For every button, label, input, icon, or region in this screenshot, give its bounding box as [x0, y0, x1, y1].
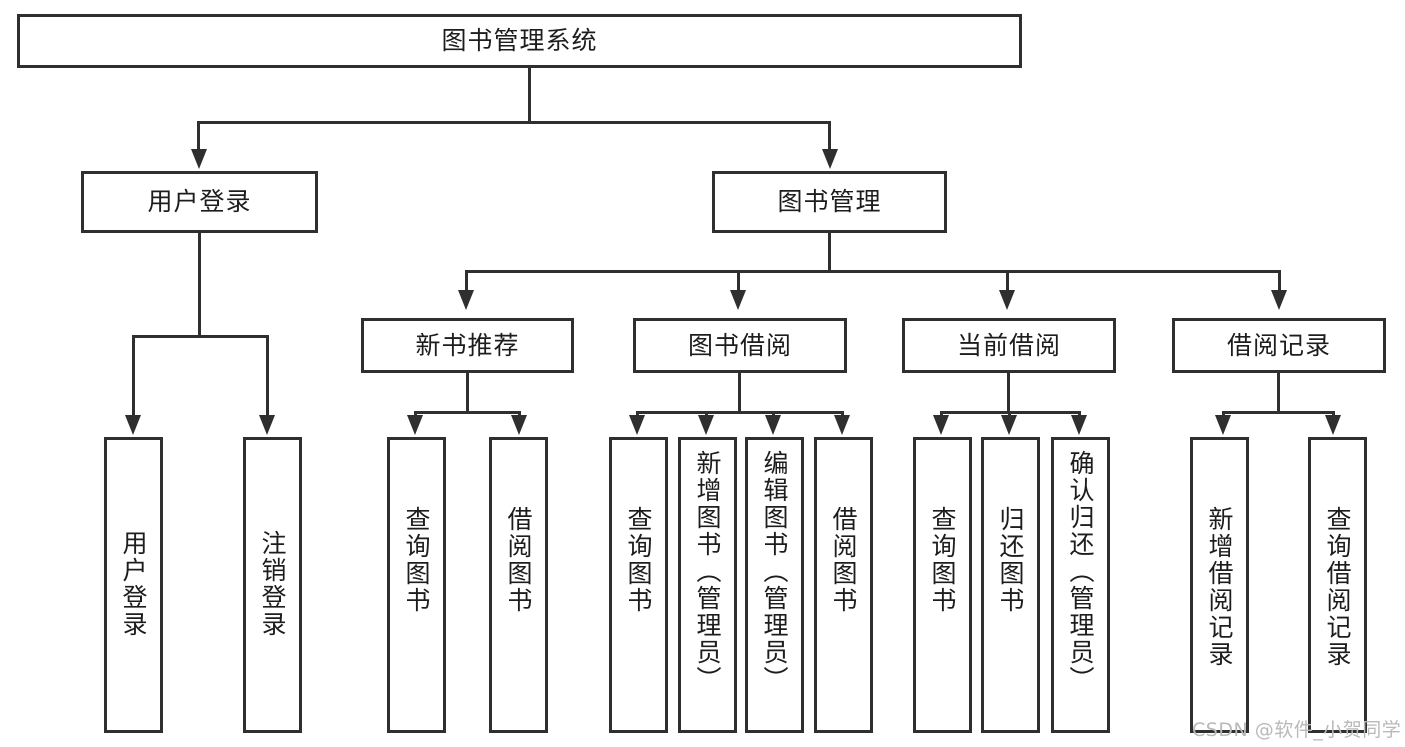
- connector-bookborrow-bar: [636, 411, 844, 414]
- leaf-user-login[interactable]: 用户登录: [104, 437, 163, 733]
- connector-currentborrow-leg-3: [1078, 411, 1081, 417]
- node-label: 当前借阅: [956, 330, 1061, 360]
- arrow-to-leaf-add-record: [1215, 415, 1231, 435]
- node-book-borrow[interactable]: 图书借阅: [633, 318, 847, 373]
- connector-bookborrow-leg-2: [705, 411, 708, 417]
- connector-bookborrow-stem: [738, 373, 741, 411]
- connector-currentborrow-leg-2: [1008, 411, 1011, 417]
- leaf-confirm-return-admin[interactable]: 确认归还（管理员）: [1051, 437, 1110, 733]
- arrow-to-leaf-add-book: [698, 415, 714, 435]
- arrow-to-leaf-logout: [259, 415, 275, 435]
- node-current-borrow[interactable]: 当前借阅: [902, 318, 1116, 373]
- arrow-to-leaf-query-book-1: [407, 415, 423, 435]
- node-label: 新增图书（管理员）: [693, 450, 722, 693]
- node-label: 注销登录: [258, 530, 287, 638]
- node-label: 图书借阅: [687, 330, 792, 360]
- arrow-to-new-book-recommend: [458, 290, 474, 310]
- connector-root-bar: [197, 121, 831, 124]
- connector-currentborrow-leg-1: [940, 411, 943, 417]
- connector-bookborrow-leg-3: [772, 411, 775, 417]
- leaf-borrow-book[interactable]: 借阅图书: [814, 437, 873, 733]
- arrow-to-book-borrow: [730, 290, 746, 310]
- connector-bookmgmt-stem: [828, 233, 831, 270]
- connector-borrowrecord-bar: [1222, 411, 1335, 414]
- arrow-to-leaf-query-record: [1325, 415, 1341, 435]
- node-label: 确认归还（管理员）: [1066, 450, 1095, 693]
- arrow-to-leaf-borrow-book-1: [511, 415, 527, 435]
- connector-bookmgmt-leg-1: [465, 270, 468, 292]
- node-borrow-record[interactable]: 借阅记录: [1172, 318, 1386, 373]
- node-label: 借阅记录: [1226, 330, 1331, 360]
- node-label: 图书管理系统: [441, 26, 598, 56]
- node-label: 归还图书: [996, 506, 1025, 614]
- node-book-management[interactable]: 图书管理: [712, 171, 947, 233]
- node-user-login[interactable]: 用户登录: [81, 171, 318, 233]
- leaf-borrow-book-recommend[interactable]: 借阅图书: [489, 437, 548, 733]
- leaf-query-book-current[interactable]: 查询图书: [913, 437, 972, 733]
- connector-userlogin-stem: [198, 233, 201, 335]
- node-new-book-recommend[interactable]: 新书推荐: [361, 318, 574, 373]
- connector-root-stem: [528, 68, 531, 121]
- connector-bookborrow-leg-4: [841, 411, 844, 417]
- connector-bookmgmt-leg-4: [1278, 270, 1281, 292]
- arrow-to-leaf-query-book-2: [629, 415, 645, 435]
- arrow-to-leaf-borrow-book-2: [834, 415, 850, 435]
- leaf-return-book[interactable]: 归还图书: [981, 437, 1040, 733]
- arrow-to-book-management: [822, 149, 838, 169]
- connector-newbook-stem: [466, 373, 469, 411]
- leaf-add-borrow-record[interactable]: 新增借阅记录: [1190, 437, 1249, 733]
- node-label: 借阅图书: [504, 506, 533, 614]
- arrow-to-user-login: [191, 149, 207, 169]
- connector-bookborrow-leg-1: [636, 411, 639, 417]
- connector-bookmgmt-leg-3: [1006, 270, 1009, 292]
- leaf-add-book-admin[interactable]: 新增图书（管理员）: [678, 437, 737, 733]
- connector-borrowrecord-leg-2: [1332, 411, 1335, 417]
- connector-newbook-leg-1: [414, 411, 417, 417]
- connector-newbook-leg-2: [518, 411, 521, 417]
- node-label: 查询图书: [624, 506, 653, 614]
- arrow-to-borrow-record: [1271, 290, 1287, 310]
- arrow-to-leaf-user-login: [125, 415, 141, 435]
- connector-userlogin-leg-1: [132, 335, 135, 417]
- connector-userlogin-bar: [132, 335, 269, 338]
- arrow-to-current-borrow: [999, 290, 1015, 310]
- connector-root-leg-left: [197, 121, 200, 149]
- leaf-query-book-recommend[interactable]: 查询图书: [387, 437, 446, 733]
- leaf-edit-book-admin[interactable]: 编辑图书（管理员）: [745, 437, 804, 733]
- connector-bookmgmt-bar: [465, 270, 1281, 273]
- arrow-to-leaf-query-book-3: [933, 415, 949, 435]
- node-label: 查询图书: [402, 506, 431, 614]
- connector-borrowrecord-stem: [1277, 373, 1280, 411]
- arrow-to-leaf-confirm-return: [1071, 415, 1087, 435]
- arrow-to-leaf-return-book: [1001, 415, 1017, 435]
- node-label: 查询图书: [928, 506, 957, 614]
- node-label: 新增借阅记录: [1205, 506, 1234, 668]
- connector-newbook-bar: [414, 411, 521, 414]
- leaf-query-borrow-record[interactable]: 查询借阅记录: [1308, 437, 1367, 733]
- node-label: 用户登录: [147, 187, 252, 217]
- node-label: 用户登录: [119, 530, 148, 638]
- connector-borrowrecord-leg-1: [1222, 411, 1225, 417]
- connector-bookmgmt-leg-2: [737, 270, 740, 292]
- connector-userlogin-leg-2: [266, 335, 269, 417]
- node-root-book-management-system[interactable]: 图书管理系统: [17, 14, 1022, 68]
- node-label: 新书推荐: [415, 330, 520, 360]
- node-label: 图书管理: [777, 187, 882, 217]
- connector-root-leg-right: [828, 121, 831, 149]
- connector-currentborrow-stem: [1007, 373, 1010, 411]
- leaf-query-book-borrow[interactable]: 查询图书: [609, 437, 668, 733]
- node-label: 查询借阅记录: [1323, 506, 1352, 668]
- arrow-to-leaf-edit-book: [765, 415, 781, 435]
- node-label: 借阅图书: [829, 506, 858, 614]
- node-label: 编辑图书（管理员）: [760, 450, 789, 693]
- leaf-logout-login[interactable]: 注销登录: [243, 437, 302, 733]
